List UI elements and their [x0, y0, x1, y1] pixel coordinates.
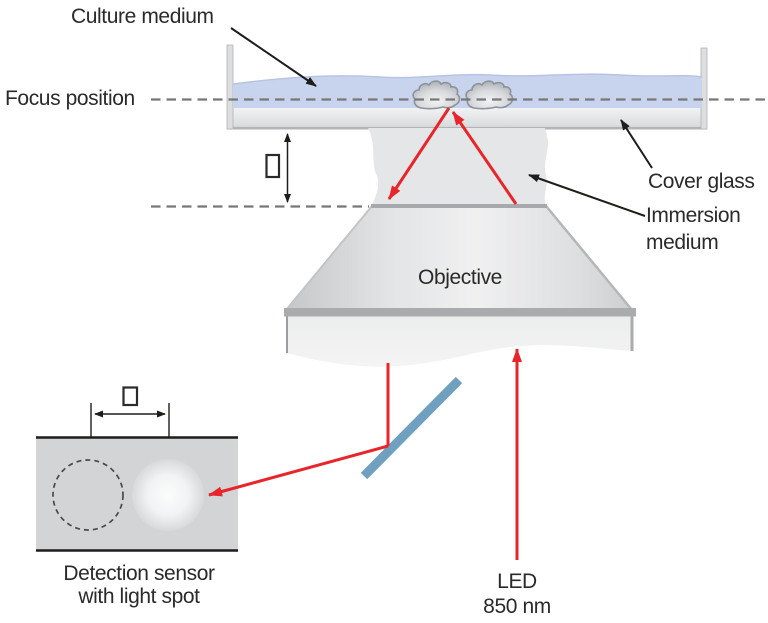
objective-barrel — [287, 316, 632, 367]
detection-sensor-label-line2: with light spot — [78, 585, 200, 608]
beam-reflected-to-objective-arrow — [387, 107, 451, 200]
beam-mirror-to-sensor-arrow — [208, 444, 389, 497]
immersion-medium-label-line2: medium — [646, 231, 719, 254]
detection-sensor — [36, 386, 238, 552]
focus-offset-symbol-box-icon — [265, 153, 281, 179]
detection-sensor-label-line1: Detection sensor — [63, 562, 215, 585]
immersion-medium-blob — [368, 128, 549, 206]
led-label-line1: LED — [497, 570, 537, 593]
culture-medium-label: Culture medium — [71, 5, 214, 28]
spot-shift-symbol-box-icon — [122, 386, 139, 407]
label-pointers — [230, 27, 653, 217]
immersion-medium-label-line1: Immersion — [646, 204, 741, 227]
cell-left — [412, 80, 461, 110]
objective-label: Objective — [418, 266, 502, 289]
objective — [284, 204, 636, 367]
cover-glass-pointer-arrow — [620, 119, 653, 169]
cover-glass-slab — [227, 107, 707, 128]
objective-cone-left-edge — [285, 205, 373, 311]
beam-to-cell-arrow — [451, 111, 518, 205]
cover-glass-label: Cover glass — [648, 170, 755, 193]
culture-dish — [226, 44, 708, 130]
reference-spot-dashed-circle — [52, 459, 124, 531]
led-label: LED 850 nm — [483, 569, 551, 619]
immersion-medium-label: Immersion medium — [646, 202, 741, 256]
detection-sensor-label: Detection sensor with light spot — [63, 562, 215, 608]
dish-wall-left — [226, 44, 234, 130]
objective-band — [284, 308, 636, 317]
liquid-surface-line — [232, 73, 703, 85]
light-beams — [208, 107, 522, 560]
objective-cone — [286, 206, 632, 310]
focus-offset-dimension — [265, 133, 291, 203]
led-label-line2: 850 nm — [483, 595, 551, 618]
objective-cone-right-edge — [545, 205, 633, 311]
beamsplitter-mirror — [360, 376, 463, 480]
culture-medium-pointer-arrow — [230, 27, 317, 87]
light-spot — [132, 459, 204, 531]
immersion-medium-pointer-arrow — [528, 174, 646, 217]
focus-position-label: Focus position — [5, 87, 135, 110]
cell-right — [465, 80, 514, 110]
